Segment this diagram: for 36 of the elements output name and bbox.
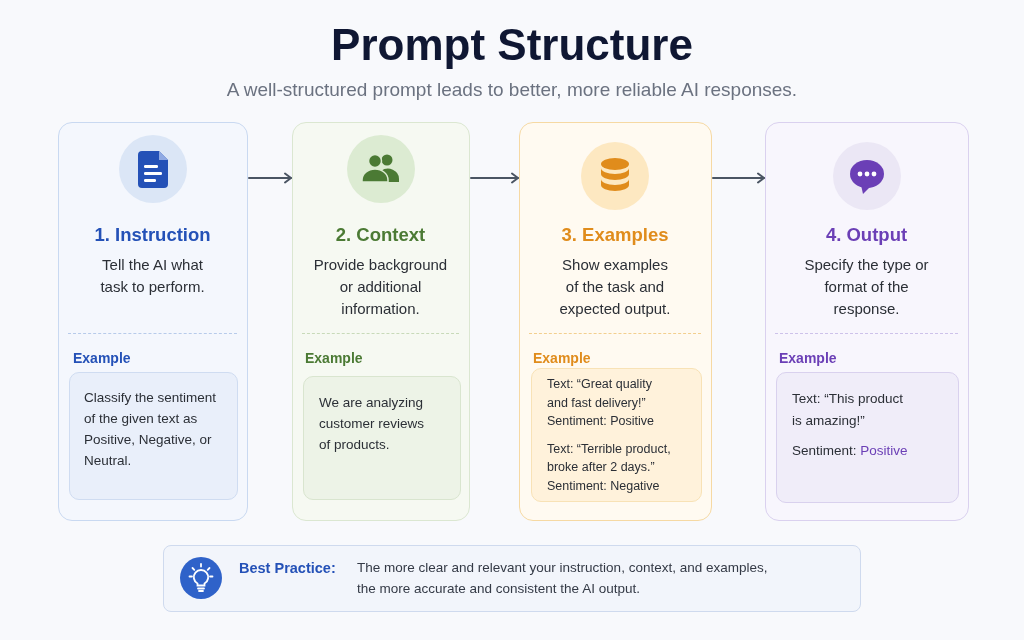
step-title: 2. Context	[334, 223, 427, 247]
step-title: 4. Output	[824, 223, 909, 247]
arrow	[712, 172, 765, 184]
step-description: Specify the type or format of the response.	[803, 255, 930, 319]
subtitle: A well-structured prompt leads to better, more reliable AI responses.	[225, 78, 799, 102]
step-card	[58, 122, 248, 521]
tip-text: The more clear and relevant your instruction, context, and examples, the more accurate and consistent the AI output.	[357, 559, 769, 598]
example-panel	[776, 372, 959, 503]
example-text: Sentiment: Positive	[547, 413, 655, 430]
step-card	[292, 122, 470, 521]
example-text: We are analyzing customer reviews of products.	[319, 394, 426, 454]
example-text: Sentiment: Negative	[547, 477, 661, 495]
step-description: Tell the AI what task to perform.	[99, 255, 206, 297]
arrow	[248, 172, 292, 184]
example-text: Text: “Great quality and fast delivery!”	[547, 376, 653, 412]
example-label: Example	[779, 349, 837, 367]
arrow	[470, 172, 519, 184]
example-panel	[531, 368, 702, 502]
example-text: Classify the sentiment of the given text as Positive, Negative, or Neutral.	[84, 389, 218, 470]
example-label: Example	[305, 349, 363, 367]
example-label: Example	[533, 349, 591, 367]
step-card	[519, 122, 712, 521]
tip-banner	[163, 545, 861, 612]
example-text: Text: “This product is amazing!”	[792, 390, 905, 430]
example-panel	[69, 372, 238, 500]
step-description: Provide background or additional information.	[312, 255, 449, 319]
step-title: 1. Instruction	[93, 223, 212, 247]
example-text: Text: “Terrible product, broke after 2 days.”	[547, 440, 672, 476]
step-description: Show examples of the task and expected output.	[558, 255, 672, 319]
step-card	[765, 122, 969, 521]
tip-heading: Best Practice:	[239, 559, 336, 578]
example-panel	[303, 376, 461, 500]
page-title: Prompt Structure	[330, 19, 694, 71]
example-text: Sentiment: Positive	[792, 442, 909, 460]
example-label: Example	[73, 349, 131, 367]
step-title: 3. Examples	[560, 223, 670, 247]
